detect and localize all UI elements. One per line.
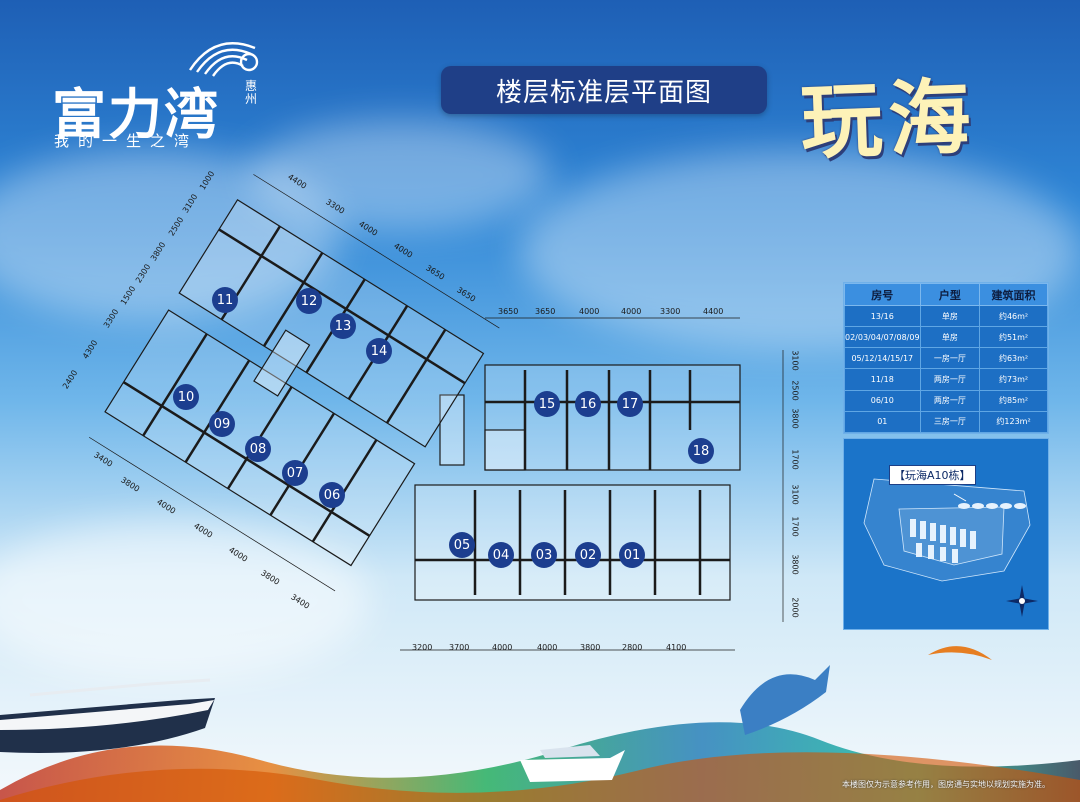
dimension-label: 3800 bbox=[119, 475, 142, 494]
table-cell: 三房一厅 bbox=[919, 410, 981, 434]
table-header: 房号 bbox=[844, 283, 921, 306]
table-row: 02/03/04/07/08/09 单房 约51m² bbox=[844, 326, 1048, 349]
dimension-label: 3650 bbox=[455, 285, 478, 304]
unit-badge: 15 bbox=[534, 391, 560, 417]
dimension-label: 3800 bbox=[790, 408, 800, 429]
unit-badge: 01 bbox=[619, 542, 645, 568]
unit-badge: 02 bbox=[575, 542, 601, 568]
table-cell: 约123m² bbox=[979, 410, 1048, 434]
dimension-label: 4000 bbox=[537, 643, 558, 652]
page-title: 楼层标准层平面图 bbox=[441, 66, 767, 114]
table-row: 05/12/14/15/17 一房一厅 约63m² bbox=[844, 347, 1048, 370]
table-cell: 13/16 bbox=[844, 304, 921, 328]
logo-city: 惠州 bbox=[245, 79, 258, 106]
dimension-label: 4000 bbox=[155, 497, 178, 516]
table-row: 06/10 两房一厅 约85m² bbox=[844, 389, 1048, 412]
unit-badge: 04 bbox=[488, 542, 514, 568]
dimension-label: 3200 bbox=[412, 643, 433, 652]
unit-badge: 17 bbox=[617, 391, 643, 417]
unit-badge: 13 bbox=[330, 313, 356, 339]
unit-badge: 11 bbox=[212, 287, 238, 313]
dimension-label: 3650 bbox=[535, 307, 556, 316]
dimension-label: 3100 bbox=[790, 350, 800, 371]
dimension-label: 3100 bbox=[790, 484, 800, 505]
dimension-label: 3650 bbox=[424, 263, 447, 282]
table-cell: 两房一厅 bbox=[919, 389, 981, 412]
site-location-map: 【玩海A10栋】 bbox=[843, 438, 1049, 630]
unit-badge: 14 bbox=[366, 338, 392, 364]
table-cell: 约85m² bbox=[979, 389, 1048, 412]
dimension-label: 1700 bbox=[790, 516, 800, 537]
table-cell: 11/18 bbox=[844, 368, 921, 391]
dimension-label: 2000 bbox=[790, 597, 800, 618]
dimension-label: 2400 bbox=[60, 368, 80, 391]
table-cell: 约63m² bbox=[979, 347, 1048, 370]
table-cell: 约46m² bbox=[979, 304, 1048, 328]
unit-area-table: 房号 户型 建筑面积 13/16 单房 约46m² 02/03/04/07/08… bbox=[843, 282, 1049, 434]
dimension-label: 4300 bbox=[80, 338, 100, 361]
table-cell: 单房 bbox=[919, 304, 981, 328]
location-label: 【玩海A10栋】 bbox=[889, 465, 976, 485]
dimension-label: 3700 bbox=[449, 643, 470, 652]
table-header: 户型 bbox=[919, 283, 981, 306]
dimension-label: 4000 bbox=[392, 241, 415, 260]
table-cell: 两房一厅 bbox=[919, 368, 981, 391]
logo-slogan: 我的一生之湾 bbox=[54, 132, 199, 150]
dimension-label: 4400 bbox=[703, 307, 724, 316]
table-cell: 约51m² bbox=[979, 326, 1048, 349]
dimension-label: 2500 bbox=[790, 380, 800, 401]
unit-badge: 06 bbox=[319, 482, 345, 508]
logo-title: 富力湾 bbox=[52, 83, 220, 146]
disclaimer-text: 本楼图仅为示意参考作用，图房通与实地以规划实施为准。 bbox=[842, 780, 1050, 789]
table-cell: 05/12/14/15/17 bbox=[844, 347, 921, 370]
unit-badge: 05 bbox=[449, 532, 475, 558]
brand-calligraphy: 玩海 bbox=[798, 69, 979, 172]
dimension-label: 3300 bbox=[660, 307, 681, 316]
unit-badge: 12 bbox=[296, 288, 322, 314]
table-cell: 一房一厅 bbox=[919, 347, 981, 370]
table-row: 01 三房一厅 约123m² bbox=[844, 410, 1048, 434]
table-cell: 06/10 bbox=[844, 389, 921, 412]
dimension-label: 4100 bbox=[666, 643, 687, 652]
table-cell: 单房 bbox=[919, 326, 981, 349]
dimension-label: 4000 bbox=[492, 643, 513, 652]
unit-badge: 16 bbox=[575, 391, 601, 417]
unit-badge: 03 bbox=[531, 542, 557, 568]
dimension-label: 3800 bbox=[790, 554, 800, 575]
shell-logo-icon bbox=[188, 42, 259, 77]
unit-badge: 10 bbox=[173, 384, 199, 410]
dimension-label: 3650 bbox=[498, 307, 519, 316]
unit-badge: 08 bbox=[245, 436, 271, 462]
table-row: 11/18 两房一厅 约73m² bbox=[844, 368, 1048, 391]
unit-badge: 07 bbox=[282, 460, 308, 486]
site-plan-graphic bbox=[863, 478, 1031, 582]
dimension-label: 4000 bbox=[579, 307, 600, 316]
dimension-label: 4000 bbox=[621, 307, 642, 316]
compass-icon bbox=[1006, 585, 1038, 617]
dimension-label: 3400 bbox=[92, 450, 115, 469]
table-cell: 约73m² bbox=[979, 368, 1048, 391]
table-header: 建筑面积 bbox=[979, 283, 1048, 306]
table-row: 13/16 单房 约46m² bbox=[844, 304, 1048, 328]
unit-badge: 18 bbox=[688, 438, 714, 464]
table-cell: 01 bbox=[844, 410, 921, 434]
decorative-ribbon-scene bbox=[0, 646, 1080, 802]
brand-logo: 富力湾 惠州 我的一生之湾 bbox=[40, 30, 290, 150]
table-cell: 02/03/04/07/08/09 bbox=[844, 326, 921, 349]
dimension-label: 3800 bbox=[580, 643, 601, 652]
unit-badge: 09 bbox=[209, 411, 235, 437]
dimension-label: 2800 bbox=[622, 643, 643, 652]
dimension-label: 1700 bbox=[790, 449, 800, 470]
